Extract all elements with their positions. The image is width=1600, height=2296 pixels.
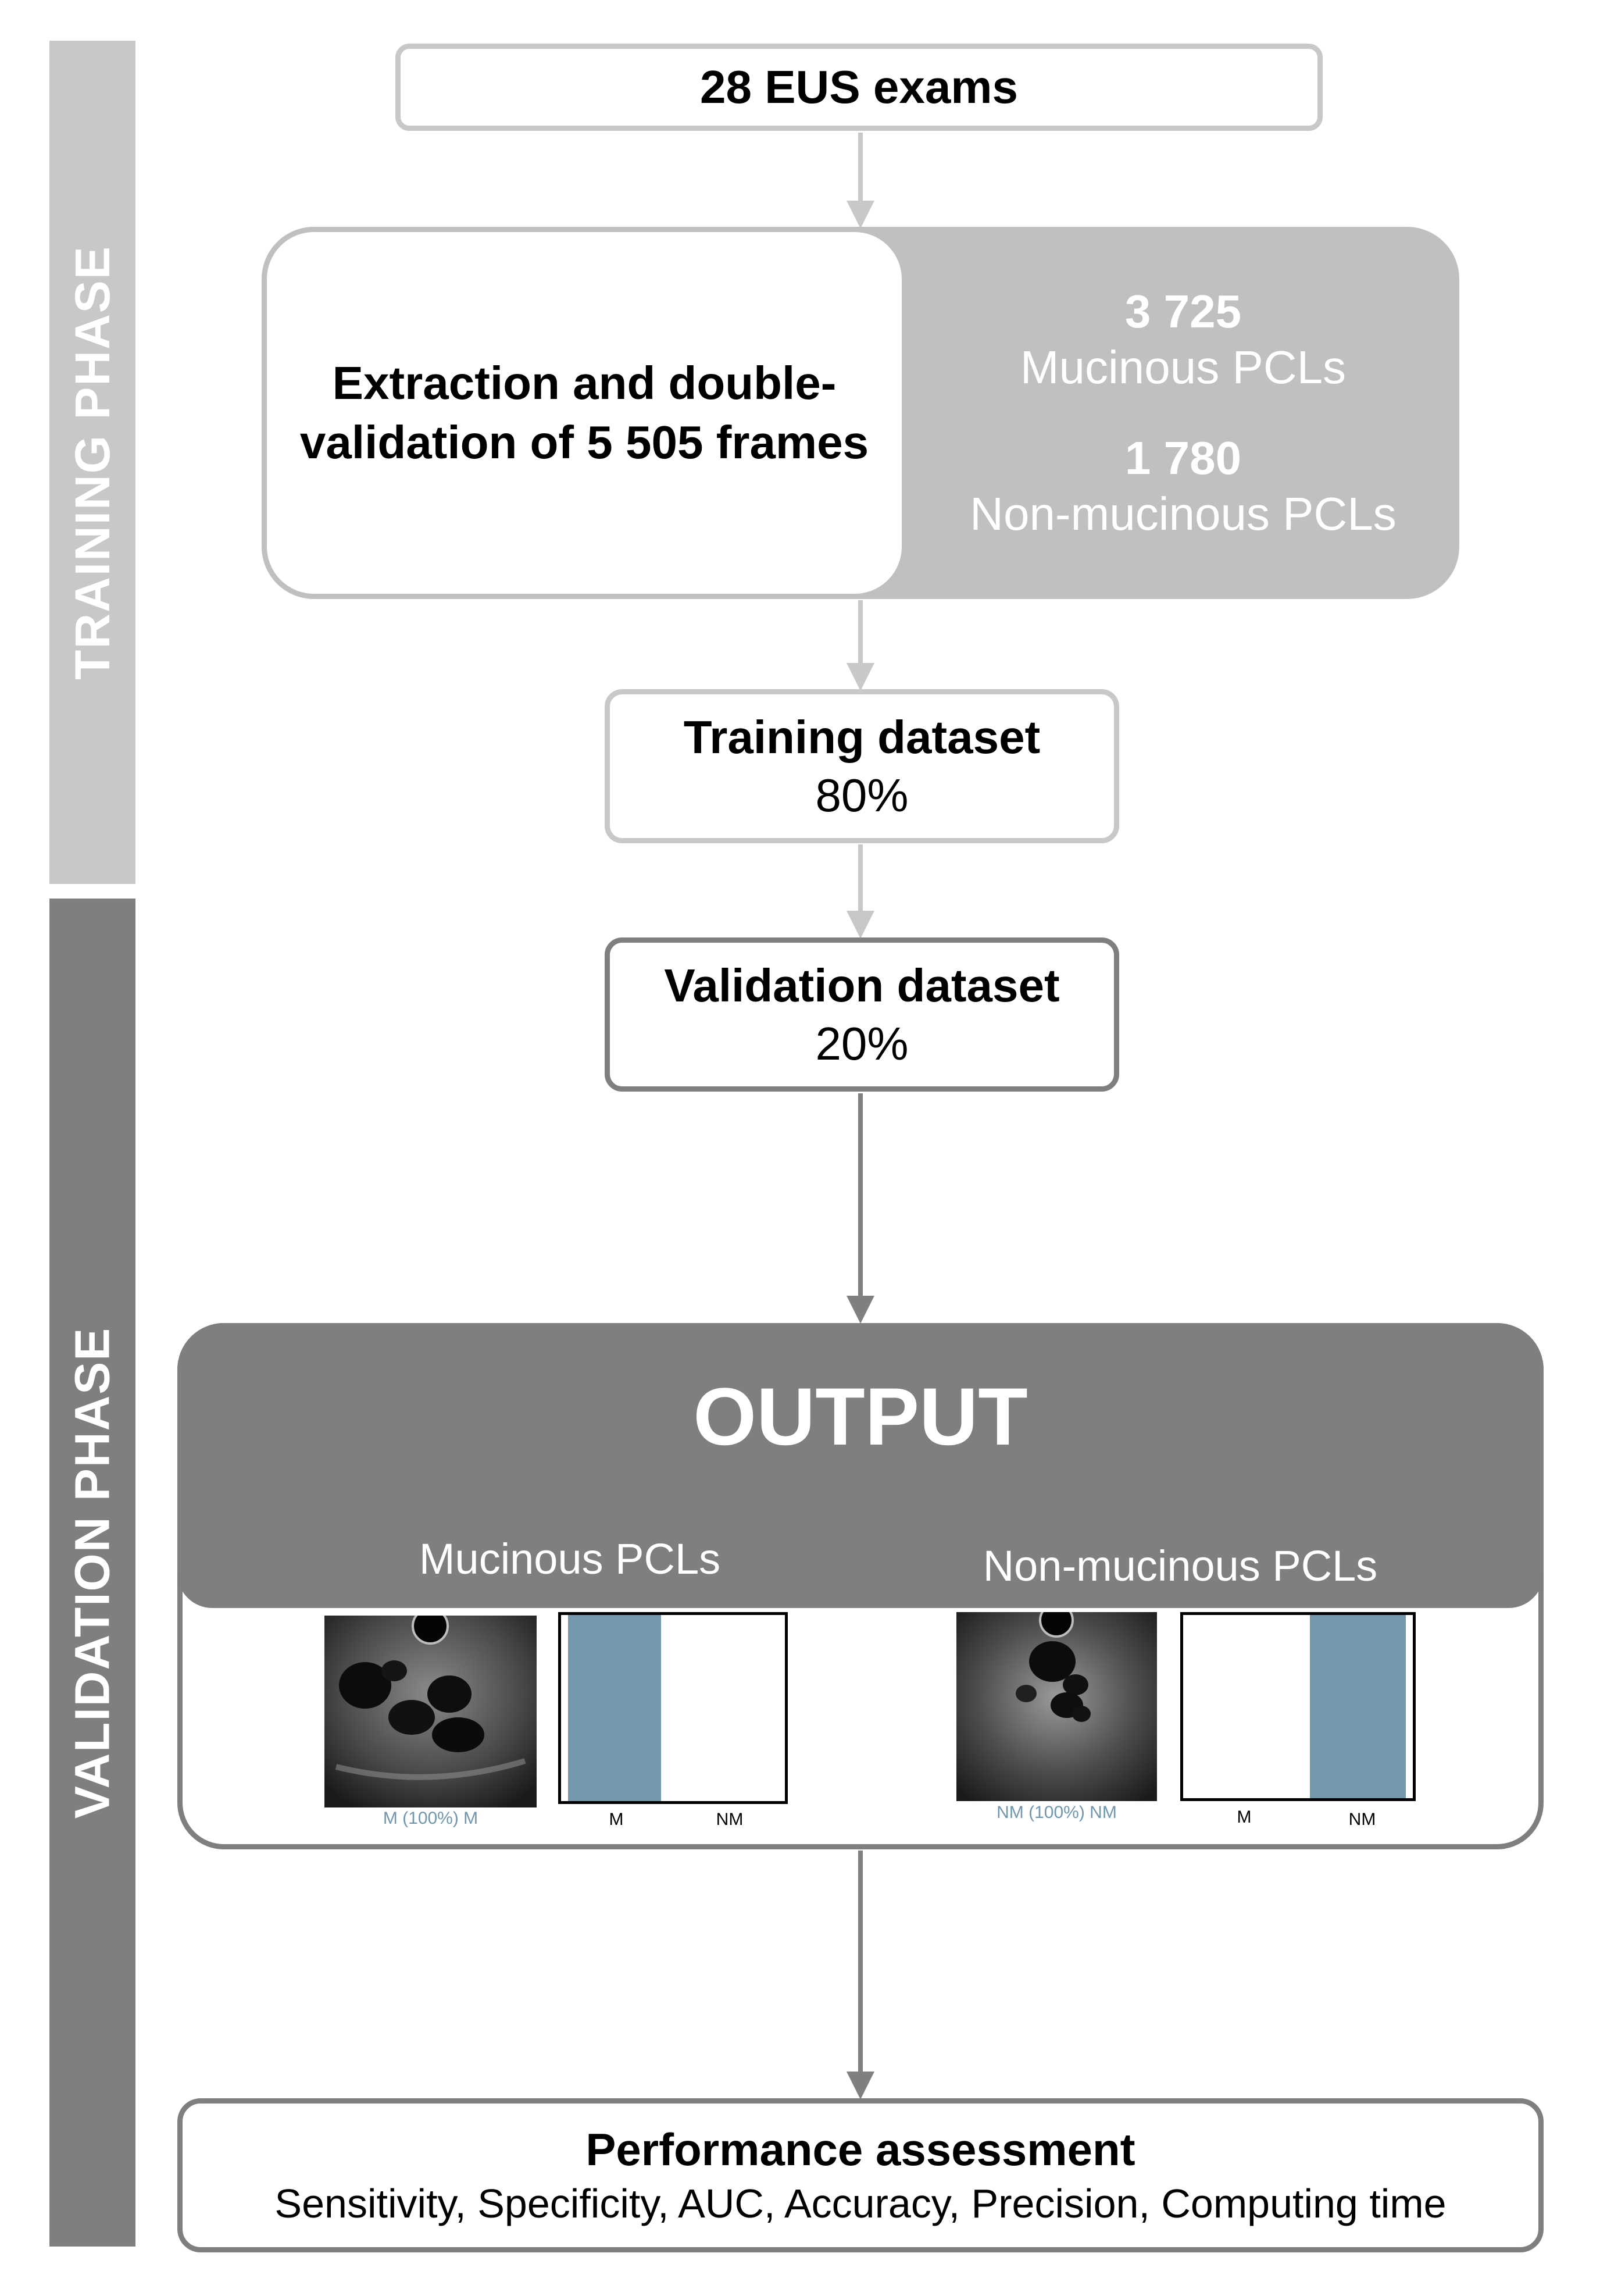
extraction-text: Extraction and double-validation of 5 50…	[299, 356, 869, 468]
performance-metrics: Sensitivity, Specificity, AUC, Accuracy,…	[274, 2180, 1447, 2226]
output-nonmucinous-label: Non-mucinous PCLs	[983, 1542, 1378, 1590]
nonmucinous-bar-nm	[1310, 1615, 1406, 1798]
mucinous-count: 3 725	[1124, 286, 1242, 337]
training-dataset-title: Training dataset	[683, 711, 1041, 763]
validation-dataset-percent: 20%	[815, 1017, 909, 1069]
training-phase-bar: TRAINING PHASE	[49, 41, 135, 884]
mucinous-bar-chart	[558, 1612, 788, 1804]
output-mucinous-label: Mucinous PCLs	[419, 1535, 721, 1583]
mucinous-tick-m: M	[609, 1810, 624, 1829]
output-title: OUTPUT	[693, 1371, 1028, 1462]
nonmucinous-count: 1 780	[1124, 432, 1242, 484]
mucinous-bar-m	[568, 1615, 661, 1801]
nonmucinous-bar-chart	[1180, 1612, 1416, 1801]
extraction-box: Extraction and double-validation of 5 50…	[262, 227, 907, 599]
nonmucinous-tick-nm: NM	[1348, 1810, 1376, 1829]
training-dataset-box: Training dataset 80%	[605, 689, 1119, 843]
mucinous-label: Mucinous PCLs	[1020, 341, 1347, 393]
nonmucinous-label: Non-mucinous PCLs	[970, 488, 1397, 540]
nonmucinous-tick-m: M	[1237, 1807, 1252, 1827]
training-dataset-percent: 80%	[815, 769, 909, 821]
performance-box: Performance assessment Sensitivity, Spec…	[177, 2098, 1544, 2252]
validation-phase-bar: VALIDATION PHASE	[49, 899, 135, 2247]
exams-box: 28 EUS exams	[395, 44, 1323, 131]
exams-text: 28 EUS exams	[699, 61, 1019, 113]
nonmucinous-ultrasound-graphic	[956, 1612, 1157, 1801]
mucinous-ultrasound-image	[324, 1616, 537, 1807]
mucinous-tick-nm: NM	[716, 1810, 744, 1829]
mucinous-ultrasound-graphic	[324, 1616, 537, 1807]
mucinous-caption: M (100%) M	[383, 1809, 478, 1828]
output-header	[177, 1323, 1544, 1608]
validation-dataset-title: Validation dataset	[664, 959, 1060, 1011]
nonmucinous-ultrasound-image	[956, 1612, 1157, 1801]
frame-split-counts: 3 725 Mucinous PCLs 1 780 Non-mucinous P…	[907, 227, 1459, 599]
validation-dataset-box: Validation dataset 20%	[605, 937, 1119, 1092]
nonmucinous-caption: NM (100%) NM	[997, 1803, 1117, 1822]
performance-title: Performance assessment	[585, 2124, 1135, 2175]
